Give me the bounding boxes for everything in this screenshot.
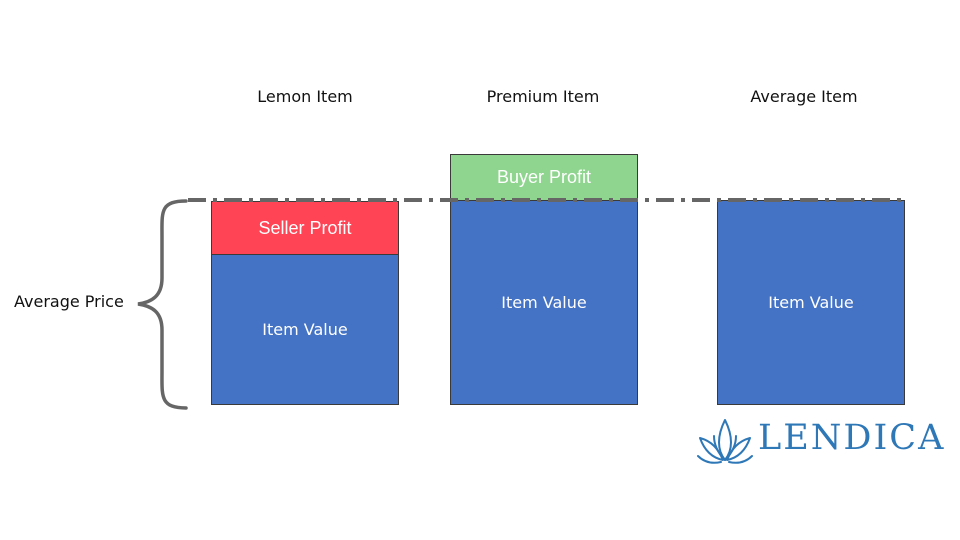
seller-profit-label: Seller Profit (258, 217, 352, 238)
lemon-seller-profit-block: Seller Profit (211, 201, 399, 255)
premium-item-value-block: Item Value (450, 200, 638, 405)
average-item-value-block: Item Value (717, 200, 905, 405)
lemon-item-value-block: Item Value (211, 254, 399, 405)
lendica-logo: LENDICA (696, 412, 958, 466)
premium-buyer-profit-block: Buyer Profit (450, 154, 638, 201)
item-value-label: Item Value (262, 320, 348, 339)
average-price-label: Average Price (14, 292, 124, 311)
lotus-icon (697, 419, 753, 464)
lemon-item-title: Lemon Item (257, 87, 353, 106)
logo-wordmark: LENDICA (758, 418, 946, 458)
premium-item-title: Premium Item (486, 87, 600, 106)
buyer-profit-label: Buyer Profit (496, 167, 592, 187)
item-value-label: Item Value (501, 293, 587, 312)
average-price-brace (137, 199, 188, 410)
item-value-label: Item Value (768, 293, 854, 312)
average-item-title: Average Item (750, 87, 858, 106)
